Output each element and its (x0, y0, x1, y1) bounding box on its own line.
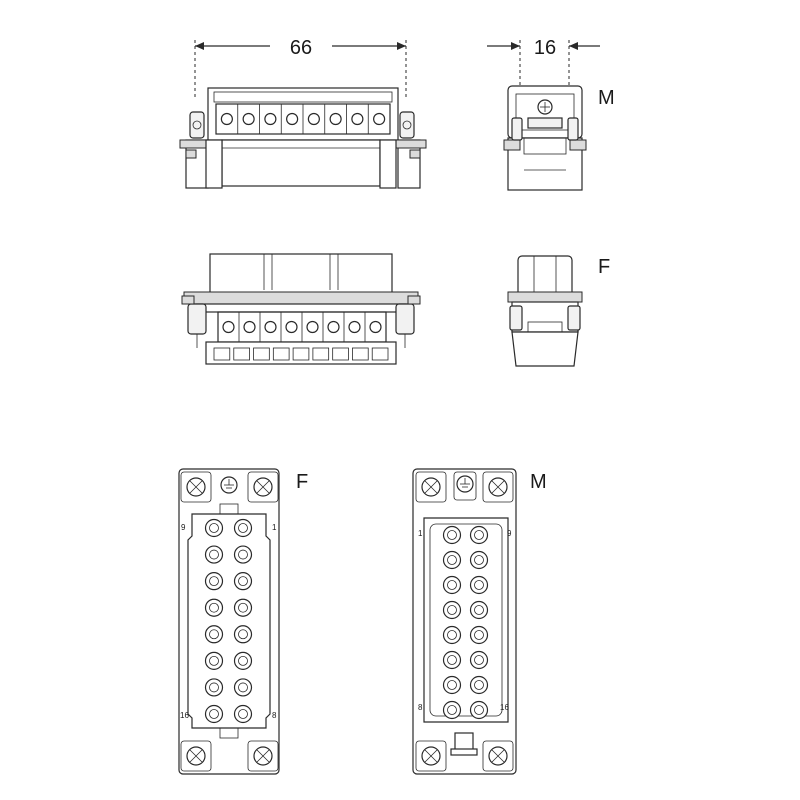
contact-cavity (469, 575, 489, 595)
contact-cavity (469, 550, 489, 570)
contact-cavity (204, 625, 224, 644)
contact-cavity (233, 625, 253, 644)
housing-tooth (312, 347, 330, 361)
contact-cavity (204, 704, 224, 724)
female-pin-label-16: 16 (180, 711, 189, 720)
female-side-teeth (213, 347, 389, 361)
contact-cavity (442, 575, 462, 595)
side-contact (238, 312, 256, 342)
female-front-view (178, 468, 280, 775)
contact-cavity (469, 600, 489, 620)
side-contact (215, 104, 233, 134)
female-bottom-view-label: F (296, 471, 308, 493)
female-pin-label-8: 8 (272, 711, 277, 720)
female-side-view (181, 253, 421, 365)
female-pin-label-1: 1 (272, 523, 277, 532)
contact-cavity (233, 704, 253, 724)
width-dimension: 66 (194, 37, 407, 100)
depth-dimension-label: 16 (534, 37, 556, 59)
contact-cavity (233, 518, 253, 538)
male-pin-label-8: 8 (418, 703, 423, 712)
contact-cavity (442, 625, 462, 645)
contact-cavity (233, 545, 253, 564)
housing-tooth (292, 347, 310, 361)
contact-cavity (233, 651, 253, 670)
side-contact (343, 312, 361, 342)
side-contact (322, 312, 340, 342)
contact-cavity (233, 598, 253, 617)
contact-cavity (442, 600, 462, 620)
male-pin-label-16: 16 (500, 703, 509, 712)
male-side-view (179, 87, 427, 189)
contact-cavity (469, 525, 489, 545)
contact-cavity (442, 525, 462, 545)
female-side-contact-row (217, 312, 382, 342)
side-contact (364, 312, 382, 342)
housing-tooth (332, 347, 349, 361)
male-contact-grid (442, 525, 489, 720)
male-side-contact-row (215, 104, 386, 134)
side-contact (324, 104, 342, 134)
side-contact (259, 104, 277, 134)
depth-dimension: 16 (487, 37, 600, 90)
contact-cavity (204, 598, 224, 617)
contact-cavity (469, 700, 489, 720)
contact-cavity (233, 572, 253, 591)
width-dimension-label: 66 (290, 37, 312, 59)
contact-cavity (442, 700, 462, 720)
contact-cavity (204, 572, 224, 591)
female-contact-grid (204, 518, 253, 724)
contact-cavity (233, 678, 253, 697)
contact-cavity (204, 518, 224, 538)
male-end-view (503, 85, 587, 191)
side-contact (280, 104, 299, 134)
contact-cavity (469, 650, 489, 670)
contact-cavity (204, 545, 224, 564)
contact-cavity (442, 675, 462, 695)
side-contact (280, 312, 298, 342)
side-contact (237, 104, 255, 134)
housing-tooth (371, 347, 389, 361)
male-pin-label-9: 9 (507, 529, 512, 538)
female-pin-label-9: 9 (181, 523, 186, 532)
side-contact (301, 312, 319, 342)
housing-tooth (272, 347, 290, 361)
male-top-view-label: M (598, 87, 615, 109)
contact-cavity (204, 651, 224, 670)
female-end-view (507, 255, 583, 367)
side-contact (302, 104, 320, 134)
housing-tooth (352, 347, 369, 361)
side-contact (367, 104, 386, 134)
housing-tooth (233, 347, 250, 361)
contact-cavity (469, 625, 489, 645)
contact-cavity (442, 550, 462, 570)
contact-cavity (204, 678, 224, 697)
side-contact (259, 312, 277, 342)
male-pin-label-1: 1 (418, 529, 423, 538)
male-bottom-view-label: M (530, 471, 547, 493)
housing-tooth (213, 347, 231, 361)
male-front-view (412, 468, 517, 775)
female-middle-view-label: F (598, 256, 610, 278)
contact-cavity (442, 650, 462, 670)
contact-cavity (469, 675, 489, 695)
housing-tooth (253, 347, 270, 361)
side-contact (346, 104, 364, 134)
side-contact (217, 312, 235, 342)
